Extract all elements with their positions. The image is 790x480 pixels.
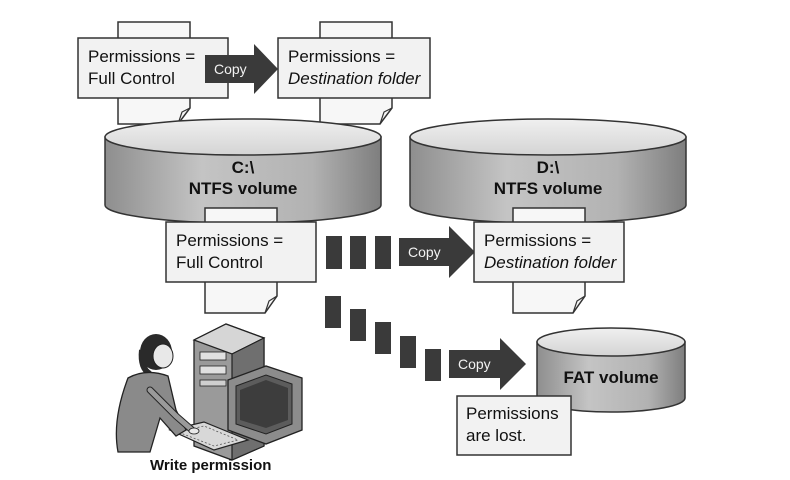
permissions-lost-box (456, 395, 572, 456)
middle-right-document (473, 207, 625, 314)
top-left-permissions-line1: Permissions = (88, 47, 196, 66)
middle-copy-label: Copy (408, 244, 441, 260)
permissions-lost-line1: Permissions (466, 404, 559, 423)
middle-right-permissions-line2: Destination folder (484, 253, 617, 272)
d-volume-cylinder (409, 118, 687, 224)
middle-left-document (165, 207, 317, 314)
fat-volume-cylinder (536, 327, 686, 413)
write-permission-label: Write permission (150, 457, 272, 474)
top-left-document (77, 21, 229, 125)
c-volume-drive-letter: C:\ (231, 158, 255, 177)
middle-left-permissions-line2: Full Control (176, 253, 263, 272)
top-right-permissions-line1: Permissions = (288, 47, 396, 66)
middle-right-permissions-line1: Permissions = (484, 231, 592, 250)
middle-right-permission-box (473, 221, 625, 283)
middle-left-permission-box (165, 221, 317, 283)
top-copy-label: Copy (214, 61, 247, 77)
permissions-lost-line2: are lost. (466, 426, 527, 445)
user-at-computer-illustration (115, 323, 303, 461)
c-volume-cylinder (104, 118, 382, 224)
d-volume-type: NTFS volume (493, 179, 603, 198)
top-left-permissions-line2: Full Control (88, 69, 175, 88)
bottom-copy-label: Copy (458, 356, 491, 372)
c-volume-type: NTFS volume (188, 179, 298, 198)
copy-arrow-to-fat (325, 296, 526, 390)
top-right-permission-box (277, 37, 431, 99)
d-volume-drive-letter: D:\ (536, 158, 560, 177)
top-left-permission-box (77, 37, 229, 99)
middle-left-permissions-line1: Permissions = (176, 231, 284, 250)
fat-volume-label: FAT volume (563, 368, 659, 387)
top-right-permissions-line2: Destination folder (288, 69, 421, 88)
top-right-document (277, 21, 431, 125)
top-copy-arrow (205, 44, 278, 94)
copy-arrow-to-d (326, 226, 475, 278)
